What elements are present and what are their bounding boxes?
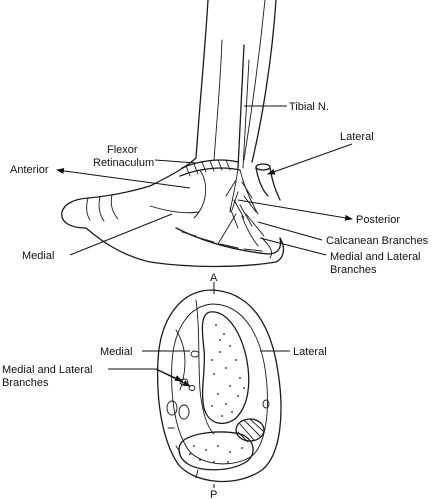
tibia-line xyxy=(213,39,223,161)
foot-illustration xyxy=(61,0,285,268)
muscle-septum xyxy=(195,299,215,435)
label-lateral-top: Lateral xyxy=(340,131,374,143)
section-inner-outline xyxy=(171,303,268,465)
plantar-branches xyxy=(217,213,265,247)
ankle-contour xyxy=(149,169,207,219)
lateral-top-pointer xyxy=(267,143,353,175)
label-ml-bottom-2: Branches xyxy=(2,377,49,389)
section-outer-outline xyxy=(157,289,282,483)
label-medial-top: Medial xyxy=(22,250,54,262)
heel-fat-pad xyxy=(178,431,254,471)
tibial-nerve-parallel xyxy=(242,59,250,169)
lateral-small-oval xyxy=(262,399,270,409)
edge-tick-marks xyxy=(167,427,199,479)
foot-outline xyxy=(61,157,285,268)
nerve-bundle-3 xyxy=(188,385,196,391)
leg-anterior-edge xyxy=(195,0,209,159)
medial-top-pointer xyxy=(69,213,173,256)
label-ml-bottom-1: Medial and Lateral xyxy=(2,364,93,376)
label-flexor: Flexor xyxy=(107,144,138,156)
calcanean-branches xyxy=(225,167,259,229)
tendon-section xyxy=(235,418,265,442)
anterior-arrow xyxy=(56,167,191,189)
calcanean-pointer xyxy=(257,221,323,241)
retinaculum-hatch xyxy=(185,159,231,177)
flexor-retinaculum-band xyxy=(179,159,241,177)
label-calcanean-branches: Calcanean Branches xyxy=(326,235,429,247)
achilles-stump xyxy=(255,167,281,201)
calcaneus-bone xyxy=(201,311,250,425)
tibial-nerve xyxy=(237,44,245,169)
medial-muscle-line xyxy=(175,329,186,391)
label-retinaculum: Retinaculum xyxy=(93,157,154,169)
tendon-hatch xyxy=(237,418,264,443)
flexor-retinaculum-pointer xyxy=(154,159,197,164)
ml-bottom-pointer-3 xyxy=(155,368,191,387)
label-p: P xyxy=(210,489,217,500)
achilles-cut-end xyxy=(255,163,271,171)
calcaneus-stipple xyxy=(211,324,245,417)
ml-top-pointer xyxy=(259,237,327,256)
label-ml-top-1: Medial and Lateral xyxy=(330,251,421,263)
label-ml-top-2: Branches xyxy=(330,264,377,276)
label-tibial-n: Tibial N. xyxy=(289,101,329,113)
label-medial-bottom: Medial xyxy=(100,346,132,358)
toe-lines xyxy=(86,194,119,222)
leg-posterior-edge xyxy=(251,0,277,163)
heel-pad xyxy=(175,227,282,255)
fibula-line xyxy=(243,0,266,161)
heel-underside xyxy=(261,237,273,259)
label-a: A xyxy=(210,272,218,284)
sole-hatch xyxy=(181,231,263,252)
label-posterior: Posterior xyxy=(356,214,400,226)
vessel-oval-2 xyxy=(178,404,190,420)
posterior-arrow xyxy=(237,199,353,221)
heel-cross-section xyxy=(157,289,282,483)
vessel-oval-1 xyxy=(166,400,178,416)
label-lateral-bottom: Lateral xyxy=(293,346,327,358)
label-anterior: Anterior xyxy=(10,164,49,176)
nerve-bundle-1 xyxy=(190,350,200,358)
fat-pad-stipple xyxy=(189,445,243,463)
